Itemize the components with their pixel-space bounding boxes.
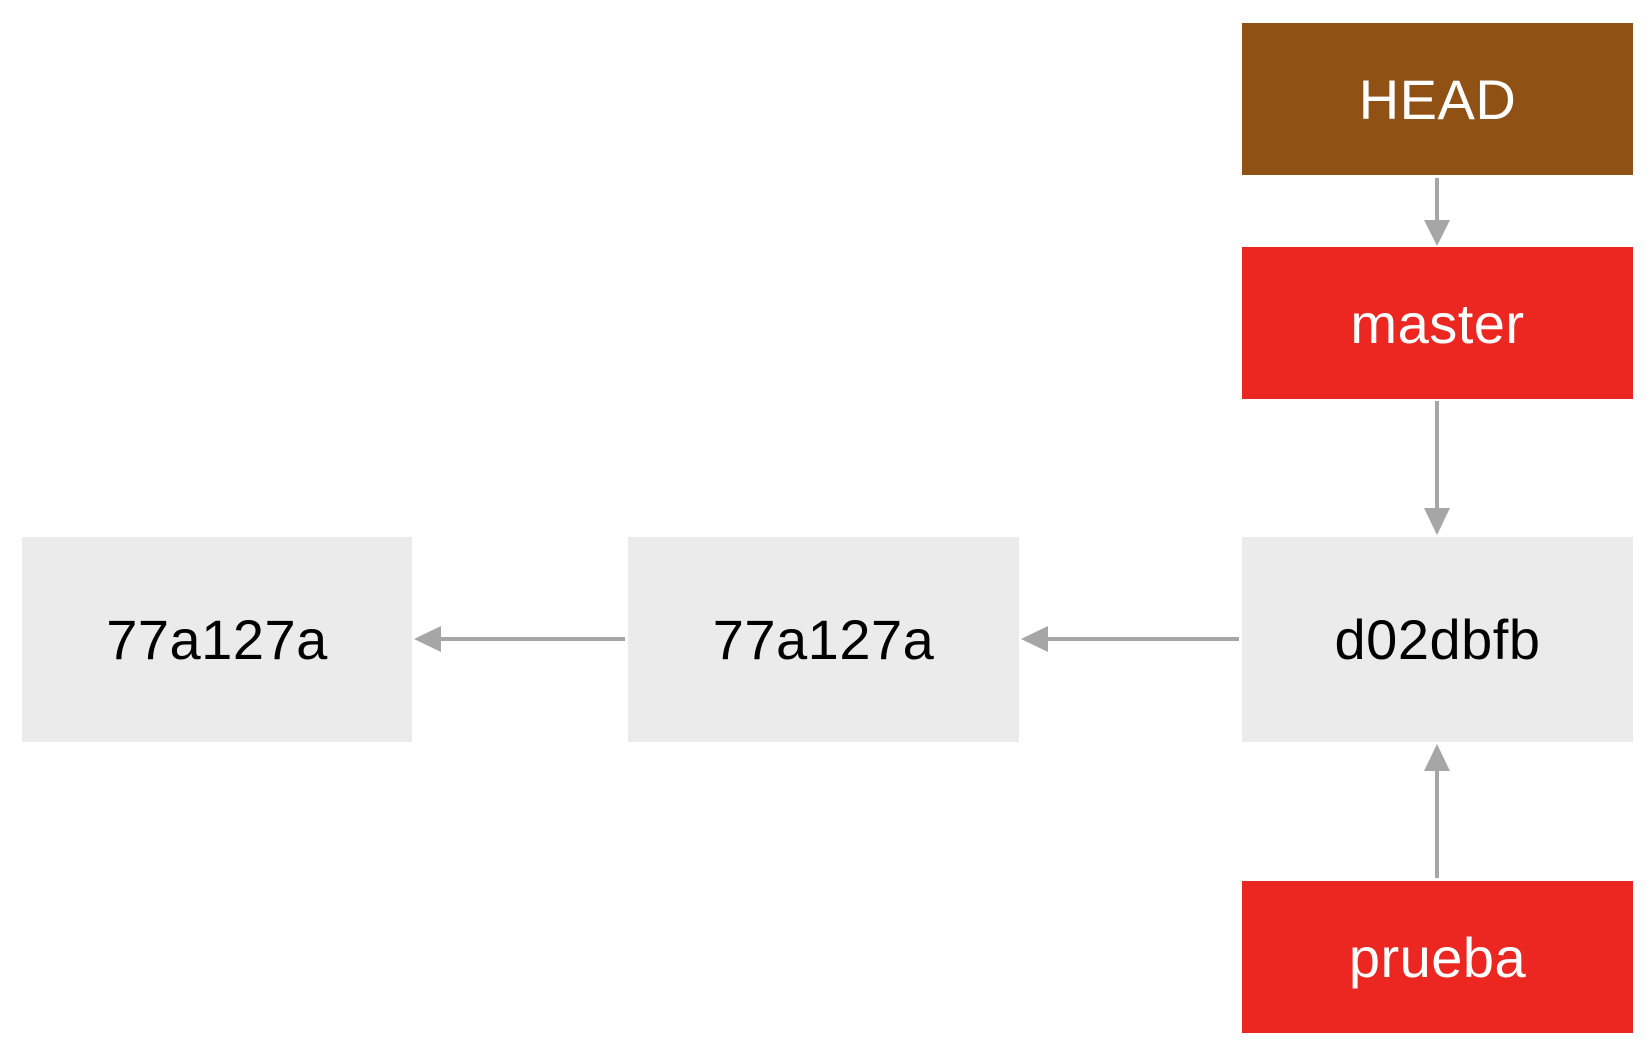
commit-1-label: 77a127a <box>106 608 328 671</box>
head-label: HEAD <box>1358 67 1517 131</box>
edge-master-to-commit-3 <box>1424 401 1450 535</box>
head-pointer: HEAD <box>1242 23 1633 175</box>
edge-commit-2-to-commit-1 <box>414 626 625 652</box>
commit-3: d02dbfb <box>1242 537 1633 742</box>
branch-prueba: prueba <box>1242 881 1633 1033</box>
branch-master: master <box>1242 247 1633 399</box>
commit-3-label: d02dbfb <box>1334 608 1541 671</box>
commit-2: 77a127a <box>628 537 1019 742</box>
edge-commit-3-to-commit-2 <box>1021 626 1239 652</box>
branch-prueba-label: prueba <box>1348 925 1527 989</box>
commit-1: 77a127a <box>22 537 412 742</box>
commit-2-label: 77a127a <box>712 608 935 671</box>
edge-prueba-to-commit-3 <box>1424 744 1450 878</box>
edge-head-to-master <box>1424 178 1450 246</box>
branch-master-label: master <box>1350 291 1525 355</box>
